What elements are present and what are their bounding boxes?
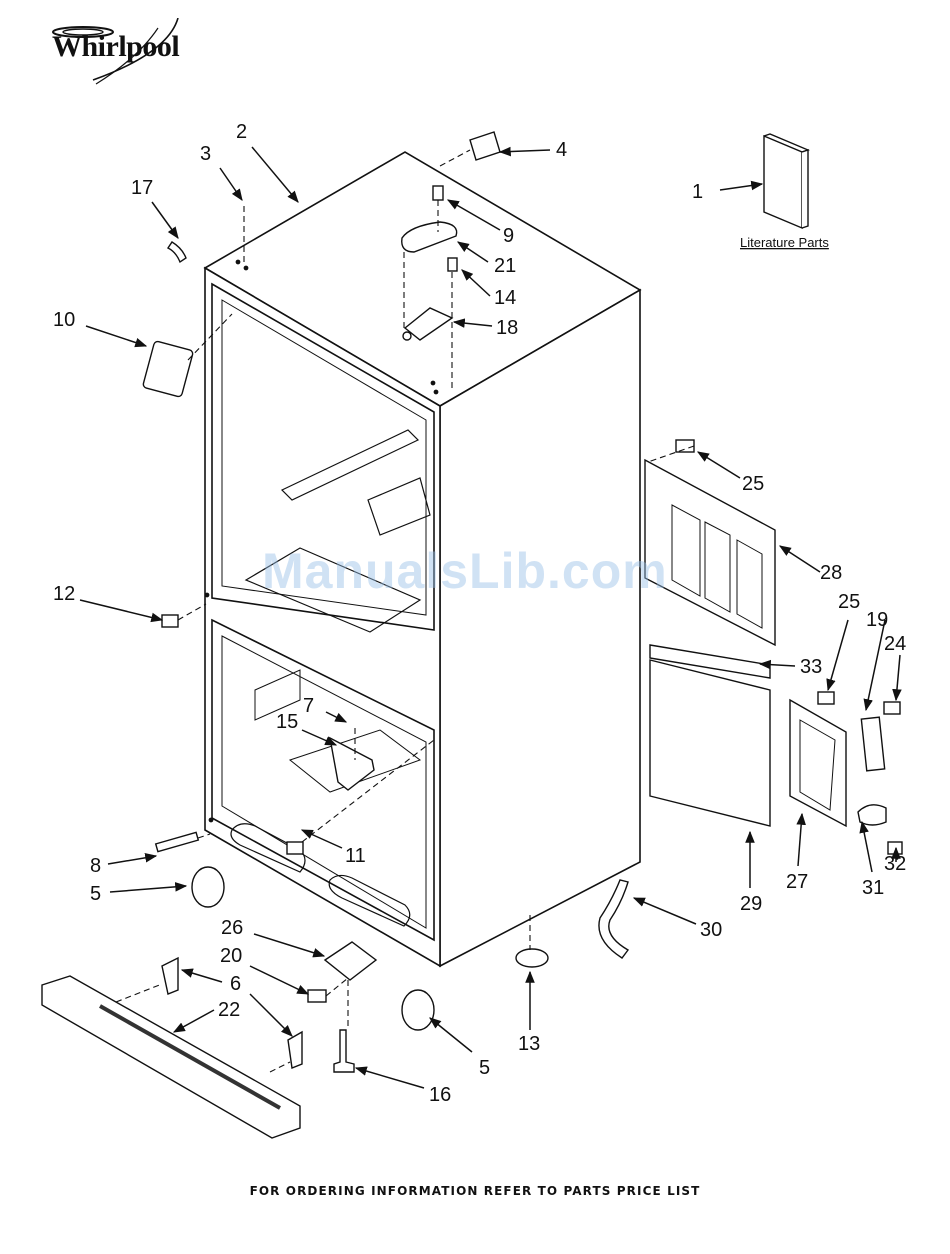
brand-logo: Whirlpool <box>38 18 203 88</box>
screw-20 <box>308 990 326 1002</box>
callout-25b: 25 <box>838 591 860 613</box>
label-sticker-4 <box>470 132 500 160</box>
screw-25-upper <box>676 440 694 452</box>
callout-5b: 5 <box>479 1057 490 1079</box>
callout-2: 2 <box>236 121 247 143</box>
callout-28: 28 <box>820 562 842 584</box>
callout-20: 20 <box>220 945 242 967</box>
screw-25-lower <box>818 692 834 704</box>
callout-32: 32 <box>884 853 906 875</box>
callout-3: 3 <box>200 143 211 165</box>
callout-14: 14 <box>494 287 516 309</box>
callout-31: 31 <box>862 877 884 899</box>
drain-pan-13 <box>516 949 548 967</box>
screw-11 <box>287 842 303 854</box>
literature-book <box>764 136 802 228</box>
screw-12 <box>162 615 178 627</box>
callout-30: 30 <box>700 919 722 941</box>
callout-9: 9 <box>503 225 514 247</box>
callout-15: 15 <box>276 711 298 733</box>
callout-29: 29 <box>740 893 762 915</box>
leveler-16 <box>334 1030 354 1072</box>
callout-10: 10 <box>53 309 75 331</box>
callout-6: 6 <box>230 973 241 995</box>
footer-note: FOR ORDERING INFORMATION REFER TO PARTS … <box>0 1184 950 1198</box>
callout-21: 21 <box>494 255 516 277</box>
leveler-plate-26 <box>325 942 376 980</box>
callout-25a: 25 <box>742 473 764 495</box>
caster-5-right <box>402 990 434 1030</box>
callout-5a: 5 <box>90 883 101 905</box>
base-grille-22 <box>42 976 300 1138</box>
literature-parts-label: Literature Parts <box>740 235 829 250</box>
callout-19: 19 <box>866 609 888 631</box>
caster-5-left <box>192 867 224 907</box>
screw-24 <box>884 702 900 714</box>
screw-14 <box>448 258 457 271</box>
callout-22: 22 <box>218 999 240 1021</box>
callout-7: 7 <box>303 695 314 717</box>
control-housing-10 <box>142 341 193 398</box>
pin-8 <box>156 832 199 851</box>
cabinet-right-side <box>440 290 640 966</box>
callout-27: 27 <box>786 871 808 893</box>
watermark-text: ManualsLib.com <box>262 542 668 600</box>
callout-18: 18 <box>496 317 518 339</box>
callout-12: 12 <box>53 583 75 605</box>
plate-19 <box>861 717 884 771</box>
callout-16: 16 <box>429 1084 451 1106</box>
callout-11: 11 <box>345 845 366 867</box>
drain-tube-30 <box>599 880 628 958</box>
callout-26: 26 <box>221 917 243 939</box>
callout-13: 13 <box>518 1033 540 1055</box>
screw-9 <box>433 186 443 200</box>
brand-name: Whirlpool <box>52 30 179 64</box>
callout-4: 4 <box>556 139 567 161</box>
callout-24: 24 <box>884 633 906 655</box>
clip-6a <box>162 958 178 994</box>
callout-1: 1 <box>692 181 703 203</box>
machine-panel-29 <box>650 660 770 826</box>
callout-8: 8 <box>90 855 101 877</box>
compressor-bracket-27 <box>790 700 846 826</box>
callout-33: 33 <box>800 656 822 678</box>
hose-17 <box>168 242 186 262</box>
callout-17: 17 <box>131 177 153 199</box>
clip-6b <box>288 1032 302 1068</box>
